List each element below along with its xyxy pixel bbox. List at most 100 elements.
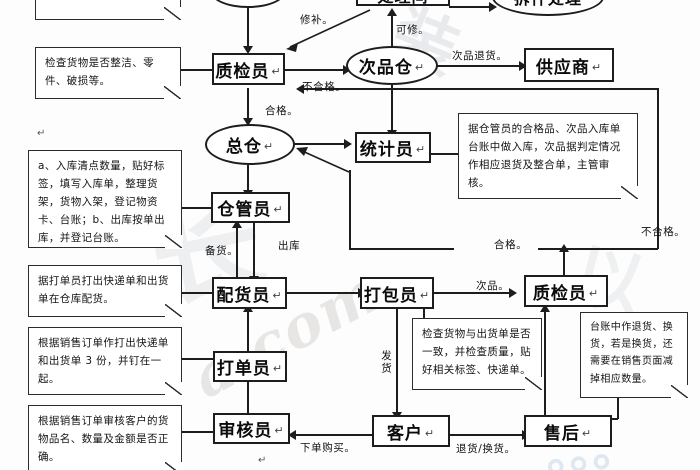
arrowhead-down-1 xyxy=(242,46,253,54)
edge-label-cipin-tuihuo: 次品退货。 xyxy=(452,50,508,62)
edge-kehu-to-shenheyuan xyxy=(292,434,372,436)
edge-zhijianyuan-to-zongcang xyxy=(247,88,249,120)
note-shouhou-text: 台账中作退货、换货，若是换货，还需要在销售页面减掉相应数量。 xyxy=(590,322,674,385)
note-dabao-zhize: 检查货物与出货单是否一致，并检查质量，贴好相关标签、快递单。 xyxy=(412,318,543,391)
edge-label-xiubu: 修补。 xyxy=(300,14,334,26)
note-tongjiyuan-zhize: 据仓管员的合格品、次品入库单台账中做入库，次品据判定情况作相应退货及整合单，主管… xyxy=(458,113,639,200)
pilcrow-icon: ↵ xyxy=(424,426,436,440)
node-chaijian-chuli-label: 拆件处理 xyxy=(514,0,582,9)
node-chulijian[interactable]: 处理间 xyxy=(356,0,450,6)
pilcrow-icon: ↵ xyxy=(419,288,431,302)
node-cipincang[interactable]: 次品仓↵ xyxy=(346,46,438,85)
node-tongjiyuan[interactable]: 统计员↵ xyxy=(355,132,431,163)
node-gongyingshang[interactable]: 供应商↵ xyxy=(524,48,614,82)
pilcrow-icon: ↵ xyxy=(414,61,426,74)
edge-cipincang-to-gongyingshang xyxy=(437,65,521,67)
note-jiancha-huowu: 检查货物是否整洁、零件、破损等。 xyxy=(35,47,182,100)
edge-label-hege-top: 合格。 xyxy=(265,105,299,117)
arrowhead-up-1 xyxy=(386,8,397,16)
edge-label-beihuo: 备货。 xyxy=(205,245,239,257)
node-gongyingshang-label: 供应商 xyxy=(535,57,590,78)
edge-chulijian-to-chaijian xyxy=(449,6,492,8)
edge-note-jiancha-to-zhijianyuan xyxy=(181,69,212,71)
arrowhead-right-3 xyxy=(519,60,527,71)
arrowhead-right-4 xyxy=(344,138,352,149)
edge-cipincang-to-chulijian xyxy=(391,14,393,48)
node-peihuoyuan-label: 配货员 xyxy=(216,285,271,306)
pilcrow-icon: ↵ xyxy=(591,60,603,74)
edge-hege-to-zongcang-vertical xyxy=(349,170,351,249)
edge-zongcang-to-tongjiyuan xyxy=(294,143,346,145)
edge-hege-right-segment xyxy=(538,248,658,250)
node-shenheyuan[interactable]: 审核员↵ xyxy=(213,413,290,444)
node-tongjiyuan-label: 统计员 xyxy=(359,140,414,160)
edge-shenheyuan-to-dadanyuan xyxy=(247,375,249,413)
arrowhead-up-2 xyxy=(231,220,242,228)
edge-label-chuku: 出库 xyxy=(278,240,301,252)
edge-label-kexiu: 可修。 xyxy=(396,24,430,36)
edge-label-fahuo: 发货 xyxy=(380,350,392,375)
edge-zhijianyuan-to-cipincang xyxy=(285,69,345,71)
edge-kehu-to-shouhou xyxy=(450,434,524,436)
edge-hege-down-to-zhijianyuan xyxy=(563,248,565,275)
edge-cangguanyuan-to-peihuoyuan xyxy=(253,222,255,279)
pilcrow-icon: ↵ xyxy=(581,426,593,440)
edge-buhege-vertical xyxy=(657,88,659,249)
edge-label-cipin: 次品。 xyxy=(476,280,510,292)
node-dadanyuan[interactable]: 打单员↵ xyxy=(213,351,287,382)
note-dadan-text: 根据销售订单作打出快递单和出货单 3 份，并钉在一起。 xyxy=(38,337,169,386)
node-kehu-label: 客户 xyxy=(386,423,423,444)
edge-peihuoyuan-to-dabaoyuan xyxy=(287,292,360,294)
edge-dabaoyuan-to-kehu xyxy=(396,309,398,415)
edge-note-peihuo-to-peihuoyuan xyxy=(181,292,213,294)
edge-topellipse-to-zhijianyuan xyxy=(247,0,249,48)
note-shenhe-zhize: 根据销售订单审核客户的货物品名、数量及金额是否正确。 xyxy=(28,405,183,470)
node-dabaoyuan[interactable]: 打包员↵ xyxy=(360,277,434,309)
node-chulijian-label: 处理间 xyxy=(377,0,428,7)
note-dabao-text: 检查货物与出货单是否一致，并检查质量，贴好相关标签、快递单。 xyxy=(422,328,531,377)
edge-label-hege-bottom: 合格。 xyxy=(494,239,528,251)
note-peihuo-text: 据打单员打出快递单和出货单在仓库配货。 xyxy=(38,275,169,306)
node-zongcang[interactable]: 总仓↵ xyxy=(205,124,295,165)
arrowhead-right-2 xyxy=(489,1,497,12)
arrowhead-left-1 xyxy=(296,83,304,94)
pilcrow-icon: ↵ xyxy=(415,143,427,156)
node-peihuoyuan[interactable]: 配货员↵ xyxy=(212,277,287,309)
node-dabaoyuan-label: 打包员 xyxy=(363,285,418,306)
edge-note-ruku-to-cangguanyuan xyxy=(181,207,211,209)
edge-label-tuihuo-huanhuo: 退货/换货。 xyxy=(456,443,516,455)
note-shenhe-text: 根据销售订单审核客户的货物品名、数量及金额是否正确。 xyxy=(38,415,169,464)
note-ruku-text: a、入库清点数量，贴好标签，填写入库单，整理货架，货物入架，登记物资卡、台账；b… xyxy=(38,160,165,245)
node-shouhou[interactable]: 售后↵ xyxy=(524,415,612,447)
node-cangguanyuan-label: 仓管员 xyxy=(217,200,272,220)
edge-label-buhege-top: 不合格。 xyxy=(302,81,347,93)
edge-note-shenhe-to-shenheyuan xyxy=(181,431,213,433)
edge-shouhou-to-zhijianyuan-bottom xyxy=(544,309,546,419)
edge-zongcang-to-cangguanyuan xyxy=(247,165,249,193)
pilcrow-icon: ↵ xyxy=(274,424,285,437)
edge-note-dadan-to-dadanyuan xyxy=(181,358,213,360)
edge-note-dabao-to-dabaoyuan xyxy=(423,309,425,319)
edge-peihuoyuan-to-cangguanyuan xyxy=(236,224,238,279)
edge-buhege-horizontal xyxy=(300,88,658,90)
edge-label-xiadan-goumai: 下单购买。 xyxy=(300,442,356,454)
pilcrow-icon: ↵ xyxy=(272,288,283,302)
node-kehu[interactable]: 客户↵ xyxy=(372,415,450,447)
edge-hege-left-segment xyxy=(349,248,454,250)
node-zhijianyuan-bottom[interactable]: 质检员↵ xyxy=(524,275,608,307)
note-shouhou-zhize: 台账中作退货、换货，若是换货，还需要在销售页面减掉相应数量。 xyxy=(580,312,689,399)
pilcrow-icon: ↵ xyxy=(271,64,282,78)
note-zhuguan-qianming: 主管签名确认。 xyxy=(35,0,182,21)
arrowhead-down-2 xyxy=(242,118,253,126)
node-zhijianyuan-top-label: 质检员 xyxy=(215,61,270,82)
pilcrow-icon: ↵ xyxy=(273,203,284,216)
node-zhijianyuan-top[interactable]: 质检员↵ xyxy=(212,53,285,85)
note-tongji-text: 据仓管员的合格品、次品入库单台账中做入库，次品据判定情况作相应退货及整合单，主管… xyxy=(468,123,621,190)
node-zongcang-label: 总仓 xyxy=(225,137,262,157)
edge-dadanyuan-to-peihuoyuan xyxy=(247,309,249,351)
edge-cipincang-to-tongjiyuan xyxy=(391,85,393,132)
node-cangguanyuan[interactable]: 仓管员↵ xyxy=(211,192,290,223)
